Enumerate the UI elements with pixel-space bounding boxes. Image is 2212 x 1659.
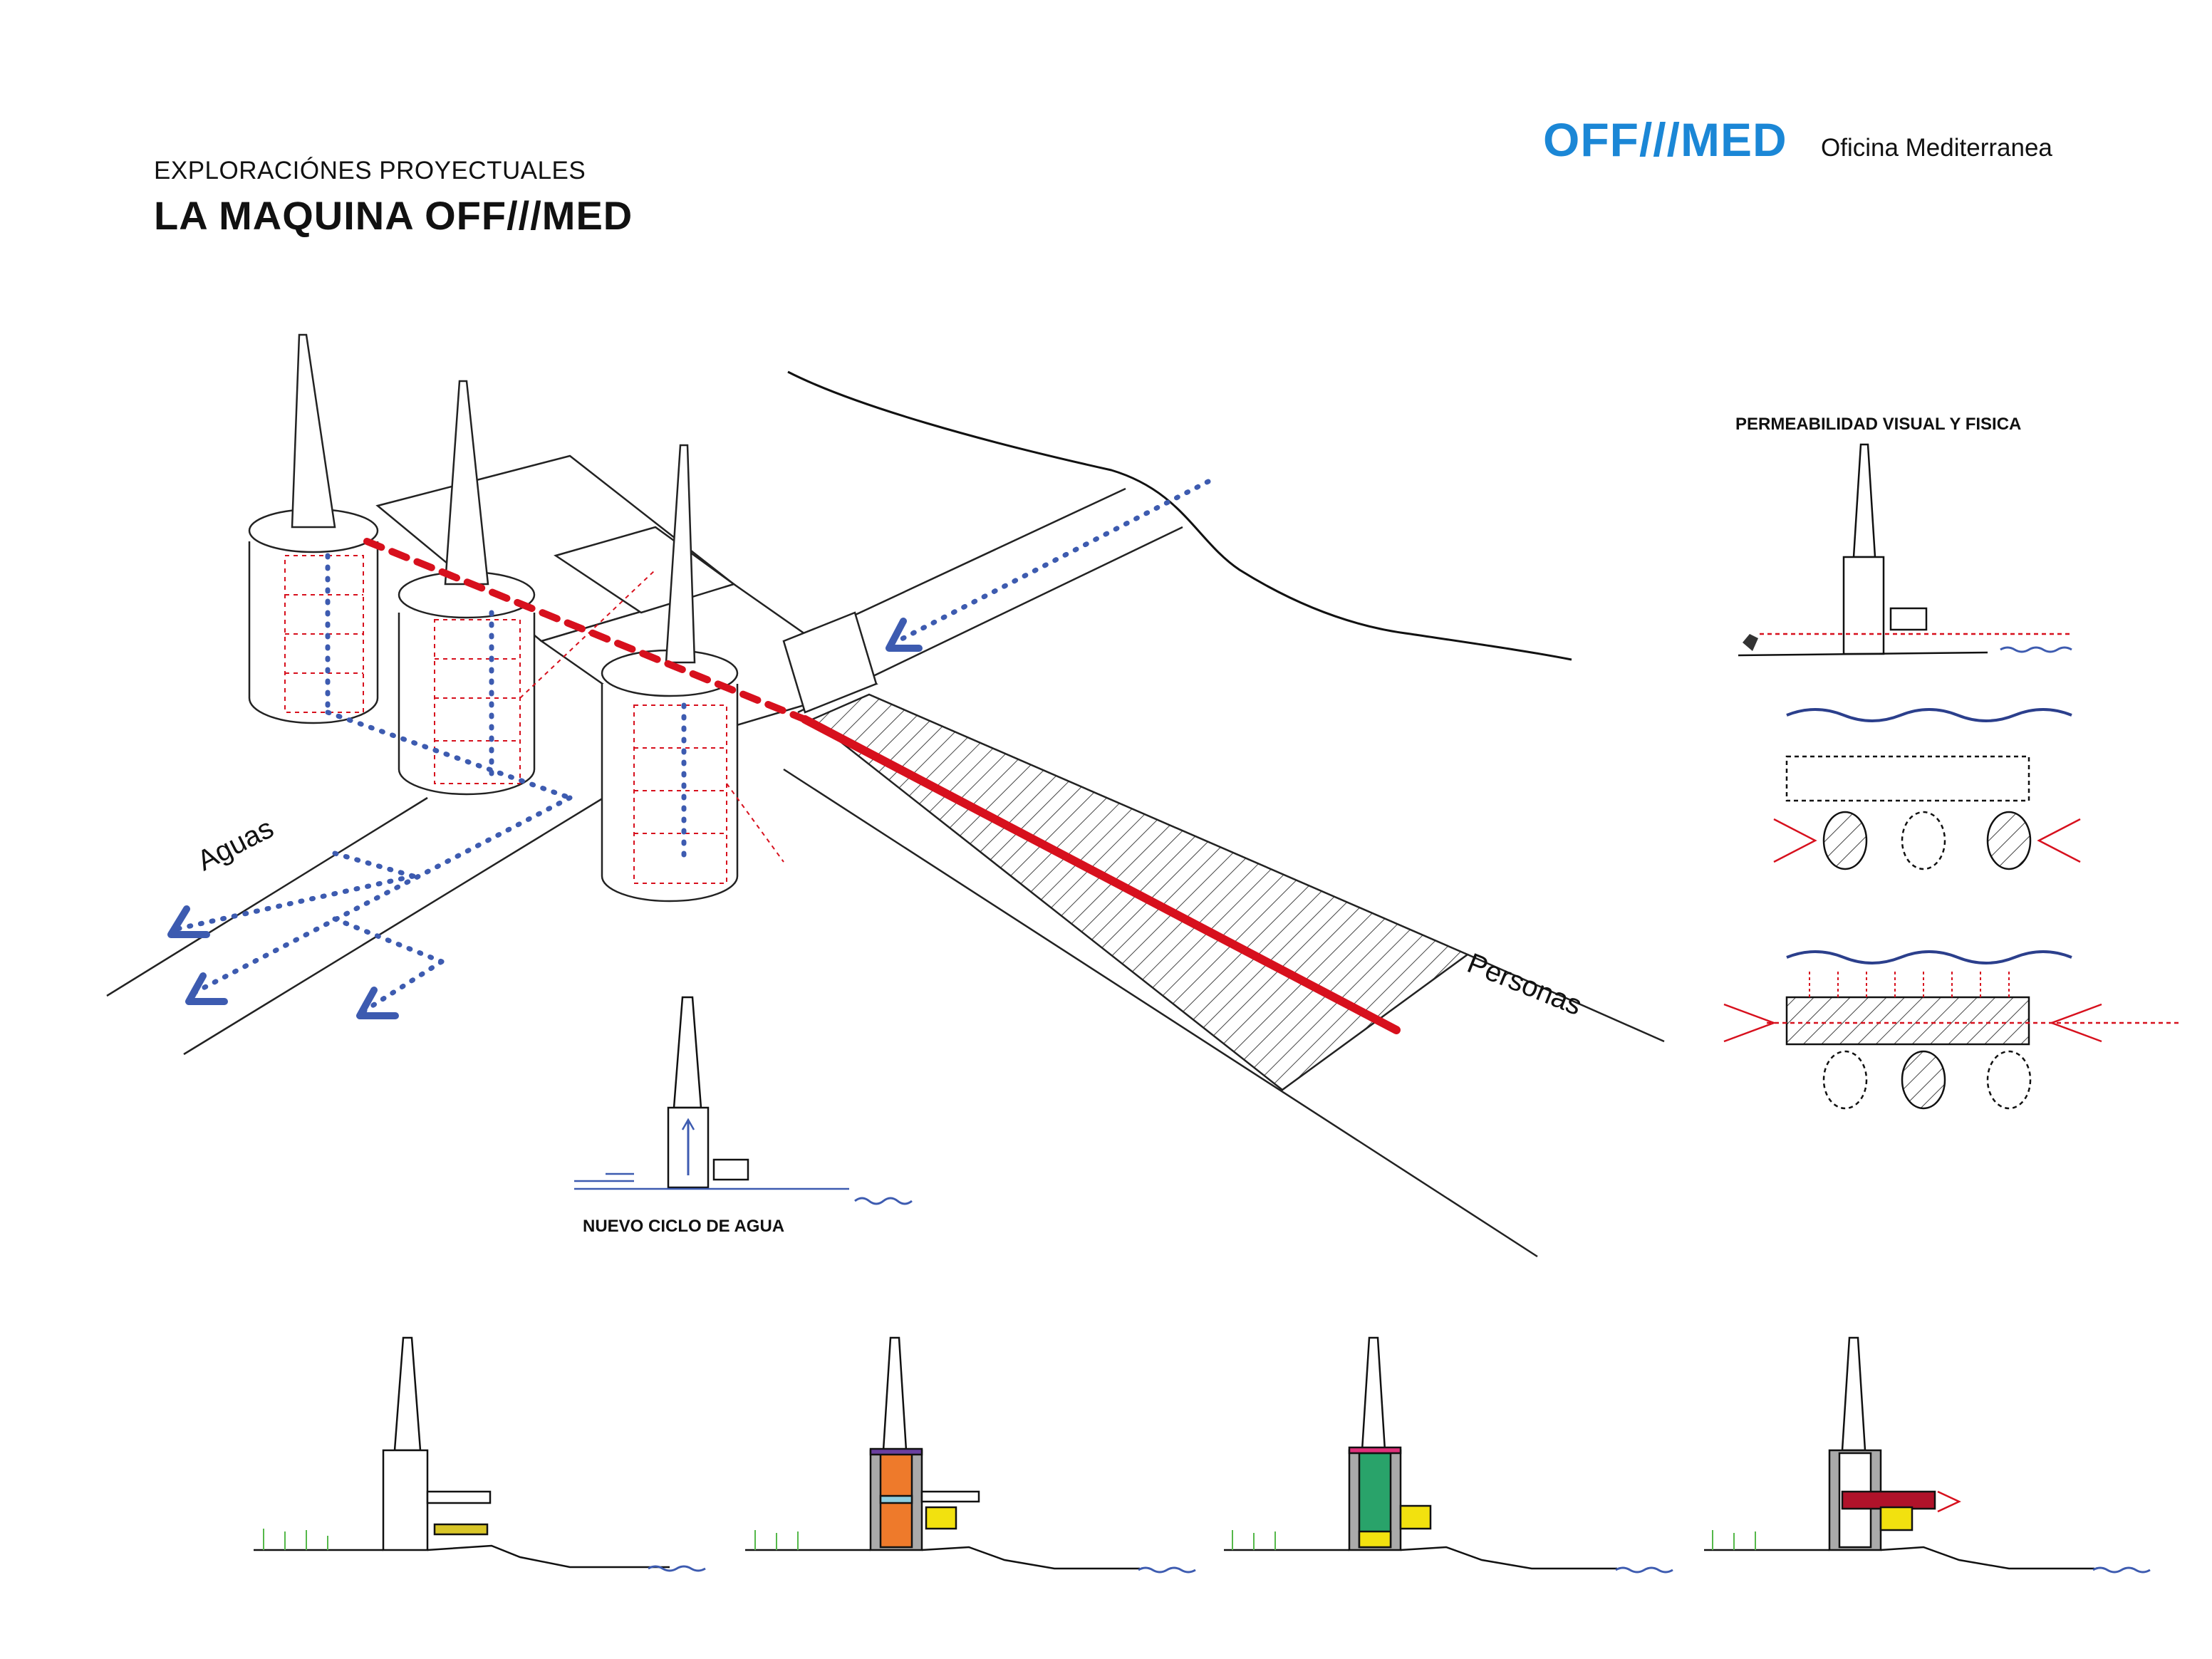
chimney-icon xyxy=(1841,1336,1866,1452)
tower-2 xyxy=(398,380,536,796)
chimney-icon xyxy=(1852,443,1876,558)
plan-diagram-1 xyxy=(1773,708,2081,870)
chimney-icon xyxy=(673,996,702,1109)
page-title: LA MAQUINA OFF///MED xyxy=(154,193,633,238)
section-1 xyxy=(254,1336,706,1572)
water-wave-icon xyxy=(1138,1566,1196,1574)
water-wave-icon xyxy=(2092,1566,2151,1574)
water-cycle-diagram xyxy=(574,996,913,1205)
water-wave-icon xyxy=(2000,646,2072,653)
tower-red-grids xyxy=(284,555,784,884)
chimney-icon xyxy=(1361,1336,1386,1452)
water-cycle-label: NUEVO CICLO DE AGUA xyxy=(583,1217,785,1236)
brand-tagline: Oficina Mediterranea xyxy=(1821,134,2052,162)
chimney-icon xyxy=(393,1336,422,1452)
brand-logo: OFF///MED xyxy=(1543,113,1787,166)
chimney-icon xyxy=(291,333,336,529)
chimney-icon xyxy=(444,380,489,586)
section-3 xyxy=(1224,1336,1673,1574)
water-wave-icon xyxy=(1786,708,2072,722)
person-running-icon xyxy=(1743,634,1758,651)
section-2 xyxy=(745,1336,1196,1574)
water-wave-icon xyxy=(854,1197,913,1205)
permeability-diagram xyxy=(1738,443,2072,657)
chimney-icon xyxy=(665,444,696,664)
water-wave-icon xyxy=(648,1565,706,1572)
arrow-icon xyxy=(167,618,923,1019)
water-routes xyxy=(168,479,1211,1014)
page-subtitle: EXPLORACIÓNES PROYECTUALES xyxy=(154,157,586,184)
water-wave-icon xyxy=(1615,1566,1673,1574)
coastline xyxy=(787,370,1572,661)
chimney-icon xyxy=(882,1336,908,1452)
tower-3 xyxy=(601,444,739,903)
water-wave-icon xyxy=(1786,950,2072,964)
tower-1 xyxy=(248,333,379,724)
permeability-label: PERMEABILIDAD VISUAL Y FISICA xyxy=(1735,415,2022,434)
plan-diagram-2 xyxy=(1723,950,2180,1110)
people-route xyxy=(363,538,1401,1034)
section-4 xyxy=(1704,1336,2151,1574)
